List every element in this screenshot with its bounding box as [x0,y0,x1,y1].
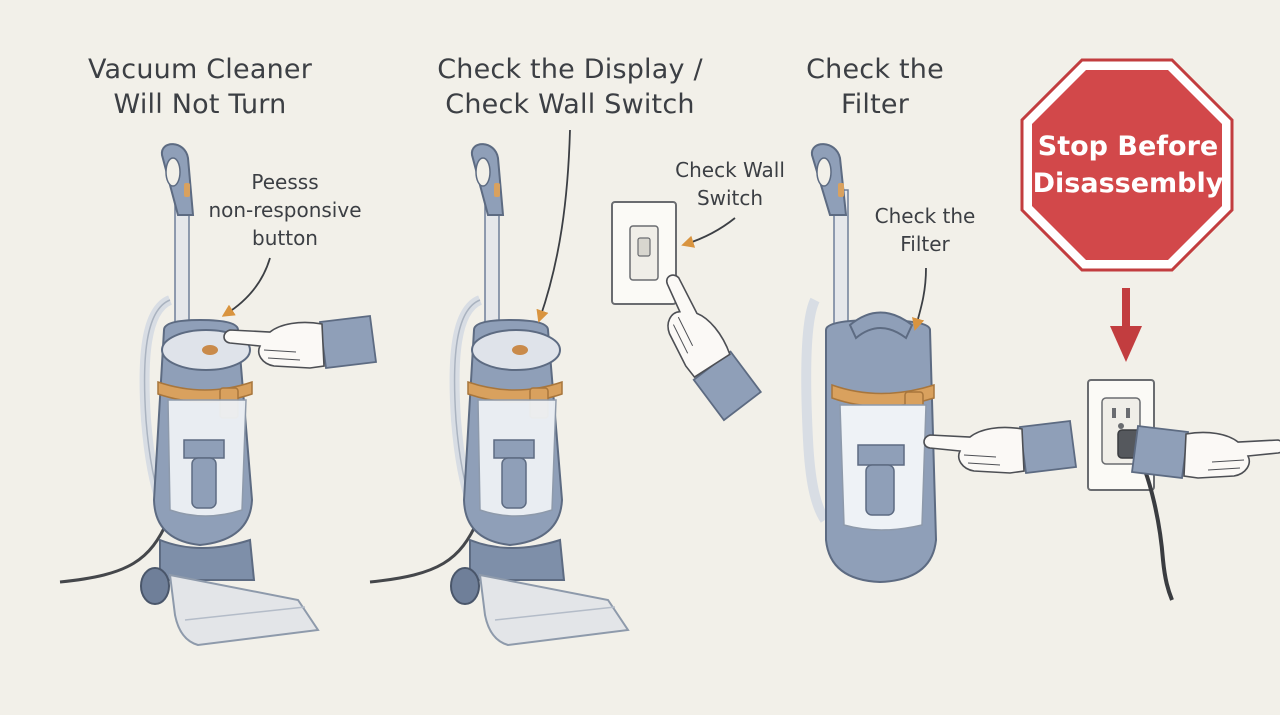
panel-1-note: Peesss non-responsive button [208,170,362,250]
pointer-arrow [536,129,571,323]
hand-icon [1131,425,1280,479]
hand-icon [923,420,1077,474]
down-arrow-icon [1110,288,1142,362]
panel-1-title: Vacuum Cleaner Will Not Turn [87,54,312,120]
vacuum-icon [370,144,628,645]
hand-icon [223,315,377,369]
panel-3-title: Check the Filter [806,54,944,120]
pointer-arrow [912,267,927,331]
panel-3-note: Check the Filter [874,204,976,256]
stop-sign-label: Stop Before Disassembly [1032,131,1224,199]
pointer-arrow [681,217,736,248]
stop-sign-icon [1020,58,1234,272]
pointer-arrow [221,257,271,317]
vacuum-canister-icon [801,143,938,584]
panel-2-title: Check the Display / Check Wall Switch [437,54,703,120]
wall-switch-icon [611,201,677,305]
panel-2-note: Check Wall Switch [675,158,785,210]
